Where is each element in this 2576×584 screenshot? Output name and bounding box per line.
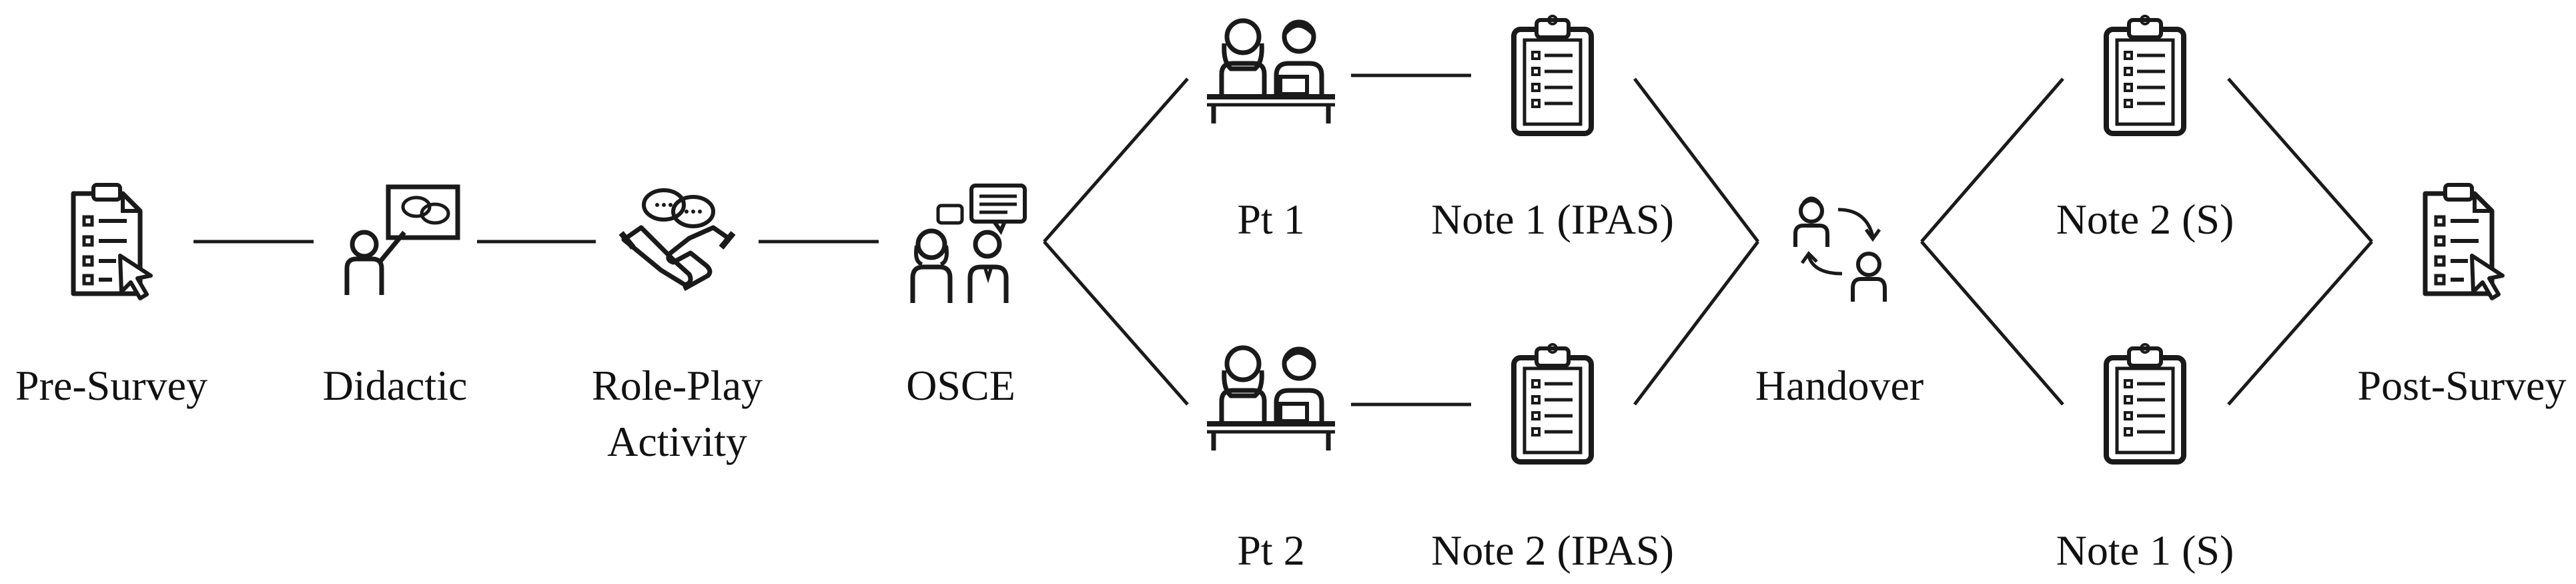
merge-note1s-postsurvey <box>2227 240 2373 406</box>
pre-survey-icon <box>73 185 151 298</box>
didactic-label: Didactic <box>322 362 468 409</box>
merge-note2ipas-handover <box>1633 240 1759 406</box>
pt1-label: Pt 1 <box>1237 196 1305 243</box>
osce-conversation-icon <box>913 186 1025 303</box>
note1-ipas-clipboard-icon <box>1514 16 1591 133</box>
pt2-desk-icon <box>1207 348 1335 451</box>
note1-s-clipboard-icon <box>2106 344 2184 462</box>
branch-osce-pt2 <box>1043 240 1189 406</box>
didactic-teacher-icon <box>347 187 458 295</box>
branch-osce-pt1 <box>1043 77 1189 243</box>
branch-handover-note1s <box>1920 240 2064 406</box>
post-survey-label: Post-Survey <box>2357 362 2567 409</box>
handover-icon <box>1795 198 1885 302</box>
role-play-label: Role-Play Activity <box>592 362 763 465</box>
note1-s-label: Note 1 (S) <box>2056 527 2234 574</box>
handover-label: Handover <box>1755 362 1924 409</box>
note2-ipas-clipboard-icon <box>1514 344 1591 462</box>
pt1-desk-icon <box>1207 21 1335 123</box>
role-play-handshake-icon <box>621 190 733 289</box>
branch-handover-note2s <box>1920 77 2064 243</box>
note2-s-clipboard-icon <box>2106 16 2184 133</box>
merge-note2s-postsurvey <box>2227 77 2373 243</box>
post-survey-icon <box>2425 185 2503 298</box>
pre-survey-label: Pre-Survey <box>15 362 207 409</box>
note2-ipas-label: Note 2 (IPAS) <box>1431 527 1674 574</box>
osce-label: OSCE <box>906 362 1015 409</box>
pt2-label: Pt 2 <box>1237 527 1305 574</box>
connectors <box>193 73 2373 406</box>
note2-s-label: Note 2 (S) <box>2056 196 2234 243</box>
note1-ipas-label: Note 1 (IPAS) <box>1431 196 1674 243</box>
merge-note1ipas-handover <box>1633 77 1759 243</box>
